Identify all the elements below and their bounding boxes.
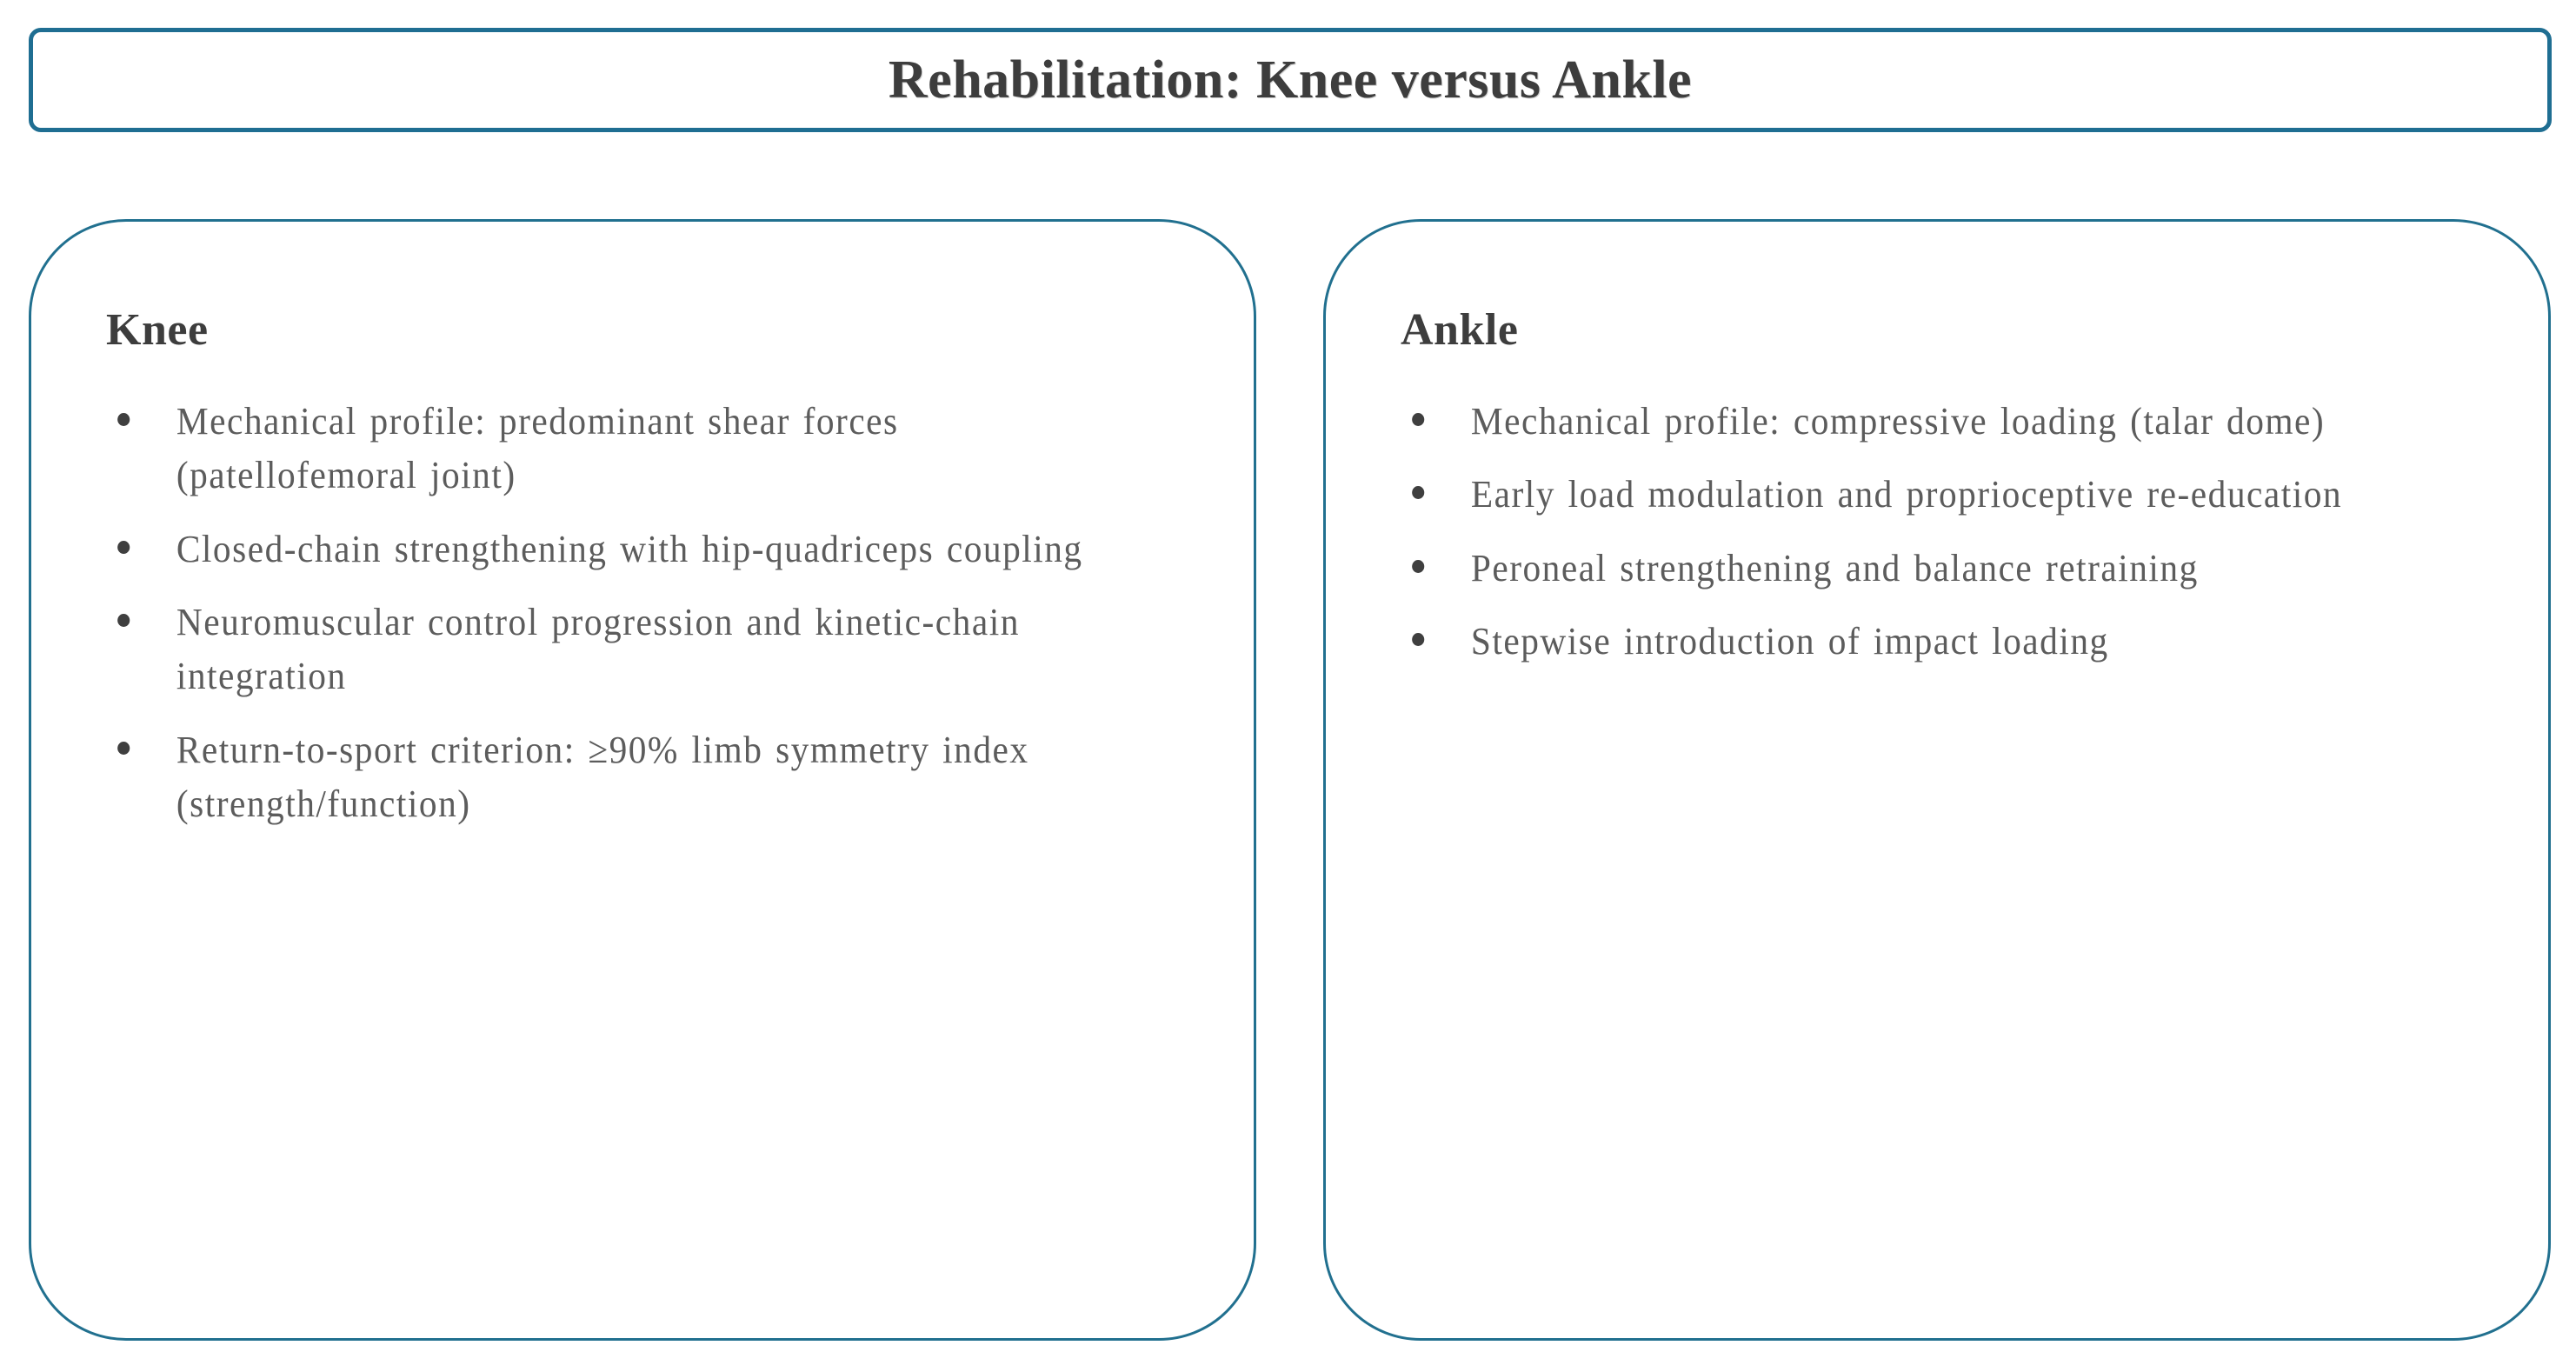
bullet-dot-icon: [1412, 559, 1425, 573]
bullet-dot-icon: [117, 614, 130, 628]
card-content-knee: Knee Mechanical profile: predominant she…: [31, 222, 1254, 851]
list-item: Early load modulation and proprioceptive…: [1401, 468, 2433, 522]
list-item: Stepwise introduction of impact loading: [1401, 615, 2433, 669]
bullet-text: Mechanical profile: predominant shear fo…: [176, 399, 899, 497]
bullet-text: Mechanical profile: compressive loading …: [1470, 399, 2326, 443]
card-content-ankle: Ankle Mechanical profile: compressive lo…: [1326, 222, 2548, 688]
bullet-text: Return-to-sport criterion: ≥90% limb sym…: [176, 728, 1029, 826]
bullet-text: Stepwise introduction of impact loading: [1470, 620, 2109, 663]
list-item: Mechanical profile: compressive loading …: [1401, 395, 2433, 449]
bullet-text: Closed-chain strengthening with hip-quad…: [176, 527, 1083, 570]
bullet-dot-icon: [117, 412, 130, 426]
bullet-dot-icon: [1412, 486, 1425, 500]
list-item: Mechanical profile: predominant shear fo…: [106, 395, 1139, 503]
bullet-text: Peroneal strengthening and balance retra…: [1470, 546, 2199, 589]
bullet-list-knee: Mechanical profile: predominant shear fo…: [106, 395, 1205, 832]
card-heading-ankle: Ankle: [1401, 305, 1519, 355]
bullet-dot-icon: [1412, 633, 1425, 647]
list-item: Peroneal strengthening and balance retra…: [1401, 542, 2433, 596]
bullet-dot-icon: [1412, 412, 1425, 426]
list-item: Neuromuscular control progression and ki…: [106, 596, 1139, 704]
bullet-text: Early load modulation and proprioceptive…: [1470, 473, 2343, 516]
list-item: Closed-chain strengthening with hip-quad…: [106, 523, 1139, 576]
slide-title-banner: Rehabilitation: Knee versus Ankle: [29, 28, 2552, 132]
bullet-list-ankle: Mechanical profile: compressive loading …: [1401, 395, 2499, 669]
card-heading-knee: Knee: [106, 305, 209, 355]
list-item: Return-to-sport criterion: ≥90% limb sym…: [106, 723, 1139, 832]
bullet-dot-icon: [117, 742, 130, 756]
bullet-dot-icon: [117, 540, 130, 554]
comparison-card-ankle: Ankle Mechanical profile: compressive lo…: [1323, 219, 2551, 1341]
page-title: Rehabilitation: Knee versus Ankle: [888, 50, 1693, 110]
bullet-text: Neuromuscular control progression and ki…: [176, 601, 1020, 698]
comparison-card-knee: Knee Mechanical profile: predominant she…: [29, 219, 1256, 1341]
